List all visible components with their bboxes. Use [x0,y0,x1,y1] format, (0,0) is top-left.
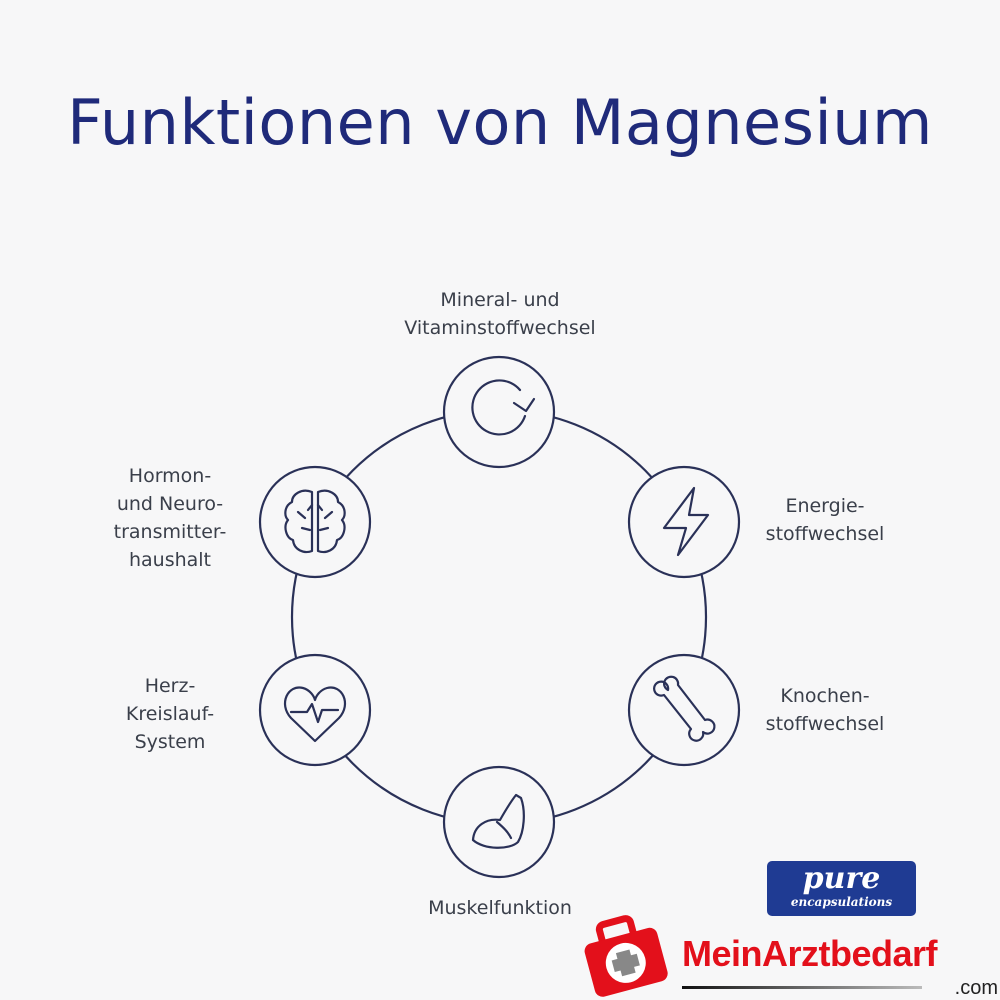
pure-logo-main: pure [802,861,881,896]
pure-logo-sub: encapsulations [790,895,893,909]
connecting-ring [290,408,708,826]
pure-encapsulations-logo: pure encapsulations [767,861,916,916]
node-label-mineral: Mineral- und Vitaminstoffwechsel [404,289,596,339]
node-label-bone: Knochen- stoffwechsel [765,685,885,735]
flexed-arm-icon [471,793,525,849]
heart-pulse-icon [284,686,346,743]
node-circle-mineral [442,355,556,469]
meinarztbedarf-logo-tld: .com [954,977,998,999]
brain-icon [284,489,346,554]
node-circle-brain [258,465,372,579]
node-label-brain: Hormon- und Neuro- transmitter- haushalt [113,465,227,571]
node-circle-muscle [442,765,556,879]
lightning-icon [662,486,710,557]
node-label-heart: Herz- Kreislauf- System [125,675,215,753]
logo-underline [682,986,922,989]
cycle-arrow-icon [471,379,536,436]
page-title: Funktionen von Magnesium [67,86,933,159]
node-circle-bone [627,653,741,767]
node-label-energy: Energie- stoffwechsel [765,495,885,545]
bone-icon [653,675,716,742]
first-aid-kit-icon [584,915,668,997]
node-circle-energy [627,465,741,579]
meinarztbedarf-logo-text: MeinArztbedarf [682,933,938,974]
node-label-muscle: Muskelfunktion [428,897,572,919]
